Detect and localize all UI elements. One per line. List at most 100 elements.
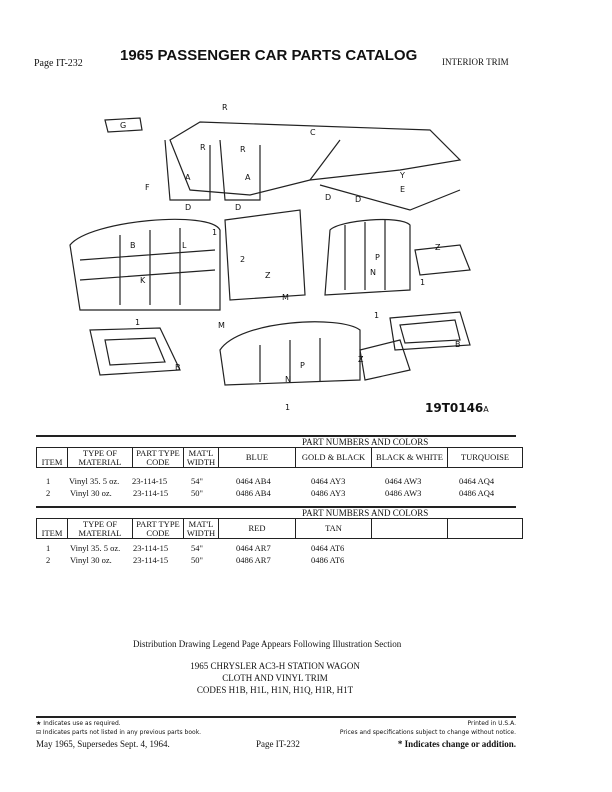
date-note: May 1965, Supersedes Sept. 4, 1964. <box>36 739 170 749</box>
illus-label: R <box>200 143 206 152</box>
illus-label: M <box>218 321 225 330</box>
drawing-number: 19T0146A <box>425 401 489 415</box>
trim-codes: CODES H1B, H1L, H1N, H1Q, H1R, H1T <box>196 685 354 695</box>
illus-label: E <box>400 185 405 194</box>
cell: 1 <box>46 543 51 553</box>
cell: 0486 AT6 <box>311 555 345 565</box>
table1-section-label: PART NUMBERS AND COLORS <box>302 437 429 447</box>
illus-label: 1 <box>374 311 379 320</box>
cell: 2 <box>46 488 51 498</box>
illus-label: R <box>240 145 246 154</box>
col-item: ITEM <box>36 518 68 539</box>
table-row: 1 Vinyl 35. 5 oz. 23-114-15 54" 0464 AR7… <box>0 543 612 553</box>
prices-note: Prices and specifications subject to cha… <box>339 729 516 736</box>
col-material: TYPE OF MATERIAL <box>67 447 133 468</box>
illus-label: D <box>235 203 241 212</box>
cell: 23-114-15 <box>133 543 169 553</box>
table1-rule <box>36 435 516 437</box>
cell: 0464 AB4 <box>236 476 271 486</box>
cell: 0464 AW3 <box>385 476 422 486</box>
illus-label: B <box>130 241 136 250</box>
change-note: * Indicates change or addition. <box>397 739 516 749</box>
section-title: INTERIOR TRIM <box>442 57 509 67</box>
col-color-empty <box>371 518 448 539</box>
illus-label: M <box>282 293 289 302</box>
page-number: Page IT-232 <box>34 58 83 69</box>
cell: 23-114-15 <box>133 488 169 498</box>
col-color-empty <box>447 518 523 539</box>
footer-page: Page IT-232 <box>256 739 300 749</box>
illus-label: 1 <box>420 278 425 287</box>
illus-label: L <box>182 241 187 250</box>
col-width: MAT'L WIDTH <box>183 518 219 539</box>
col-code: PART TYPE CODE <box>132 447 184 468</box>
col-item: ITEM <box>36 447 68 468</box>
illus-label: B <box>175 363 181 372</box>
box-note: ⊟ Indicates parts not listed in any prev… <box>36 729 202 736</box>
cell: Vinyl 30 oz. <box>70 488 112 498</box>
cell: Vinyl 30 oz. <box>70 555 112 565</box>
cell: 54" <box>191 476 203 486</box>
illus-label: 1 <box>285 403 290 412</box>
col-color: TURQUOISE <box>447 447 523 468</box>
illus-label: 1 <box>135 318 140 327</box>
illus-label: N <box>285 375 291 384</box>
cell: 0486 AB4 <box>236 488 271 498</box>
illus-label: A <box>245 173 251 182</box>
footer-rule <box>36 716 516 718</box>
cell: 23-114-15 <box>132 476 168 486</box>
col-code: PART TYPE CODE <box>132 518 184 539</box>
illus-label: A <box>185 173 191 182</box>
illus-label: P <box>300 361 305 370</box>
cell: 50" <box>191 555 203 565</box>
cell: 2 <box>46 555 51 565</box>
star-note: ★ Indicates use as required. <box>36 720 121 727</box>
table1-header: ITEM TYPE OF MATERIAL PART TYPE CODE MAT… <box>36 447 523 468</box>
trim-type: CLOTH AND VINYL TRIM <box>222 673 328 683</box>
cell: 1 <box>46 476 51 486</box>
cell: Vinyl 35. 5 oz. <box>70 543 121 553</box>
cell: 0486 AQ4 <box>459 488 495 498</box>
illus-label: N <box>370 268 376 277</box>
illus-label: K <box>140 276 146 285</box>
cell: 54" <box>191 543 203 553</box>
table-row: 2 Vinyl 30 oz. 23-114-15 50" 0486 AR7 04… <box>0 555 612 565</box>
cell: 0464 AT6 <box>311 543 345 553</box>
drawing-number-text: 19T0146 <box>425 401 484 415</box>
col-width: MAT'L WIDTH <box>183 447 219 468</box>
col-color: BLUE <box>218 447 296 468</box>
illus-label: D <box>325 193 331 202</box>
table-row: 1 Vinyl 35. 5 oz. 23-114-15 54" 0464 AB4… <box>0 476 612 486</box>
illus-label: Z <box>435 243 441 252</box>
cell: 0464 AQ4 <box>459 476 495 486</box>
model-name: 1965 CHRYSLER AC3-H STATION WAGON <box>190 661 360 671</box>
illus-label: Y <box>399 171 405 180</box>
drawing-suffix: A <box>483 405 489 414</box>
illus-label: F <box>145 183 150 192</box>
col-material: TYPE OF MATERIAL <box>67 518 133 539</box>
col-color: RED <box>218 518 296 539</box>
col-color: GOLD & BLACK <box>295 447 372 468</box>
col-color: TAN <box>295 518 372 539</box>
illus-label: D <box>355 195 361 204</box>
table2-rule <box>36 506 516 508</box>
catalog-title: 1965 PASSENGER CAR PARTS CATALOG <box>120 47 418 64</box>
cell: 0464 AY3 <box>311 476 346 486</box>
cell: Vinyl 35. 5 oz. <box>69 476 120 486</box>
cell: 0464 AR7 <box>236 543 271 553</box>
col-color: BLACK & WHITE <box>371 447 448 468</box>
illus-label: Z <box>358 355 364 364</box>
interior-trim-illustration: R G C R R A A F D D D D Y E B L K 1 1 M … <box>69 103 471 412</box>
table2-section-label: PART NUMBERS AND COLORS <box>302 508 429 518</box>
cell: 23-114-15 <box>133 555 169 565</box>
printed-note: Printed in U.S.A. <box>467 720 516 727</box>
illus-label: P <box>375 253 380 262</box>
model-block: 1965 CHRYSLER AC3-H STATION WAGON CLOTH … <box>170 660 380 696</box>
table-row: 2 Vinyl 30 oz. 23-114-15 50" 0486 AB4 04… <box>0 488 612 498</box>
illus-label: C <box>310 128 316 137</box>
cell: 0486 AW3 <box>385 488 422 498</box>
cell: 0486 AY3 <box>311 488 346 498</box>
illus-label: D <box>185 203 191 212</box>
cell: 0486 AR7 <box>236 555 271 565</box>
illus-label: G <box>120 121 126 130</box>
